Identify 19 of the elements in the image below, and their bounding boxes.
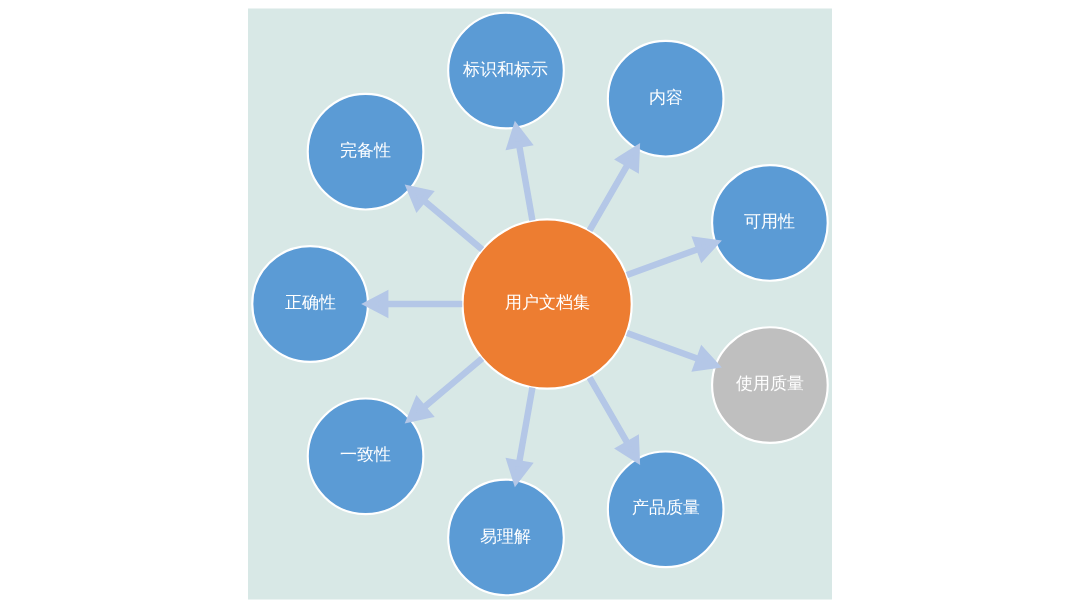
node-circle: 用户文档集 [461,218,633,390]
arrow [505,387,536,488]
arrow [625,236,722,278]
arrow [586,142,641,233]
node-circle: 正确性 [251,245,369,363]
node-circle: 一致性 [306,397,425,516]
arrow [505,120,536,221]
node-circle: 产品质量 [606,450,725,569]
node-circle: 使用质量 [711,326,829,444]
node-circle: 标识和标示 [447,11,565,130]
arrow [586,375,641,466]
arrow [361,289,463,319]
node-circle: 内容 [606,39,725,158]
node-circle: 易理解 [447,478,565,597]
arrow [625,330,722,372]
arrow [404,356,485,424]
node-circle: 可用性 [711,164,829,282]
arrow [404,184,485,252]
node-circle: 完备性 [306,92,425,211]
